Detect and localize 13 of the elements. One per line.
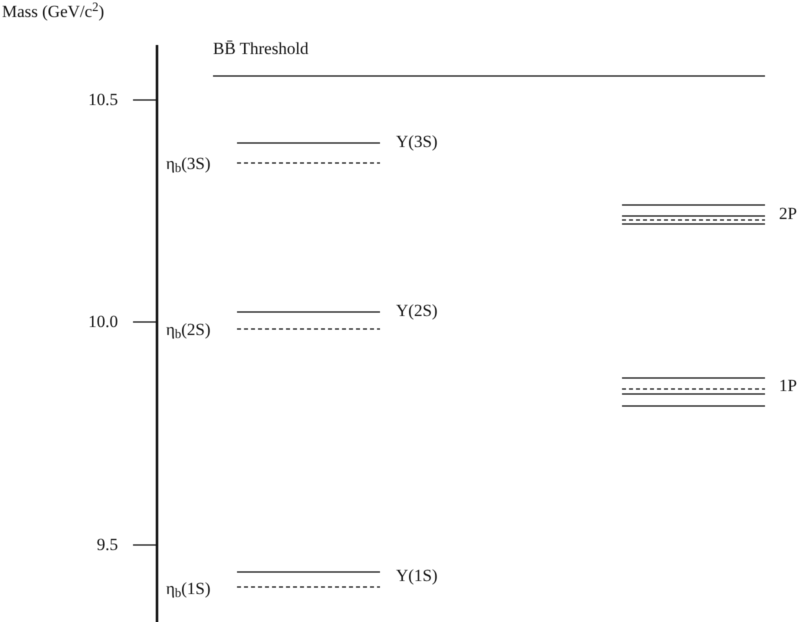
tick-label: 9.5 [96,534,118,556]
state-label: Υ(3S) [396,131,438,153]
state-label: Υ(1S) [396,565,438,587]
state-label: 2P [779,203,797,225]
state-label: Υ(2S) [396,300,438,322]
tick-label: 10.5 [88,89,118,111]
threshold-label: BB̄ Threshold [213,38,309,60]
tick-label: 10.0 [88,311,118,333]
state-label: η$_{b}$(3S) [166,153,211,175]
state-label: 1P [779,375,797,397]
axis-title: Mass (GeV/c$^{2}$) [2,1,104,23]
state-label: η$_{b}$(1S) [166,578,211,600]
state-label: η$_{b}$(2S) [166,319,211,341]
